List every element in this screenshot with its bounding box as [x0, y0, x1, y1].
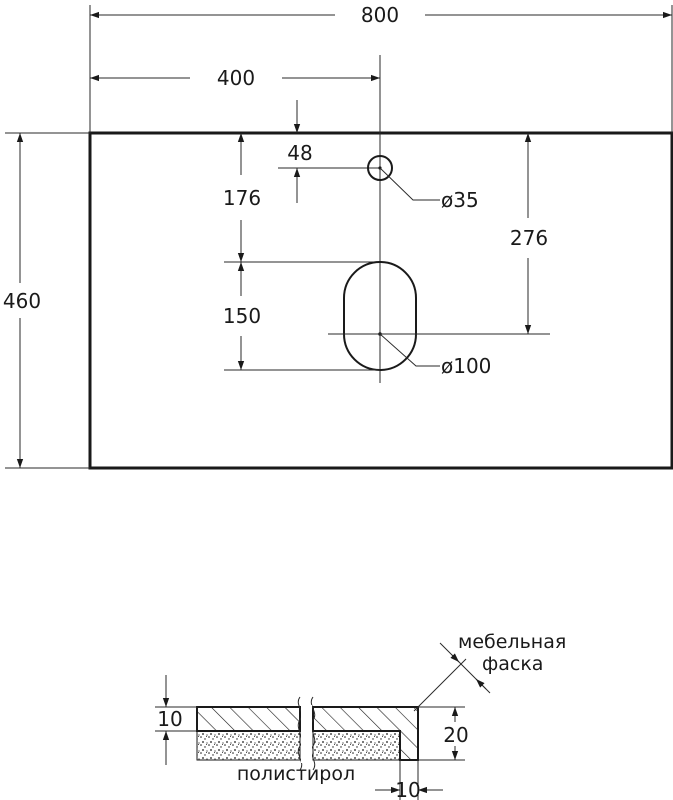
polystyrene-core-right — [312, 730, 401, 761]
dim-label-150: 150 — [223, 304, 261, 328]
dim-label-edge-width-10: 10 — [395, 778, 420, 800]
dim-label-276: 276 — [510, 226, 548, 250]
plan-view: 800 400 48 ø35 176 ø100 — [3, 3, 673, 470]
dim-label-35: ø35 — [441, 188, 479, 212]
dim-label-460: 460 — [3, 289, 41, 313]
top-layer-left — [196, 706, 301, 732]
dim-label-edge-20: 20 — [443, 723, 468, 747]
core-material-label: полистирол — [237, 763, 355, 785]
section-view: мебельная фаска 10 20 10 полистирол — [155, 631, 566, 800]
chamfer-label-line1: мебельная — [458, 631, 566, 653]
chamfer-label-line2: фаска — [482, 653, 543, 675]
countertop-outline — [88, 131, 673, 470]
polystyrene-core-left — [196, 730, 301, 761]
dim-label-48: 48 — [287, 141, 312, 165]
dim-label-100: ø100 — [441, 354, 491, 378]
dim-label-176: 176 — [223, 186, 261, 210]
dim-label-400: 400 — [217, 66, 255, 90]
faucet-hole — [367, 155, 393, 181]
dim-label-800: 800 — [361, 3, 399, 27]
dim-label-thickness-10: 10 — [157, 707, 182, 731]
